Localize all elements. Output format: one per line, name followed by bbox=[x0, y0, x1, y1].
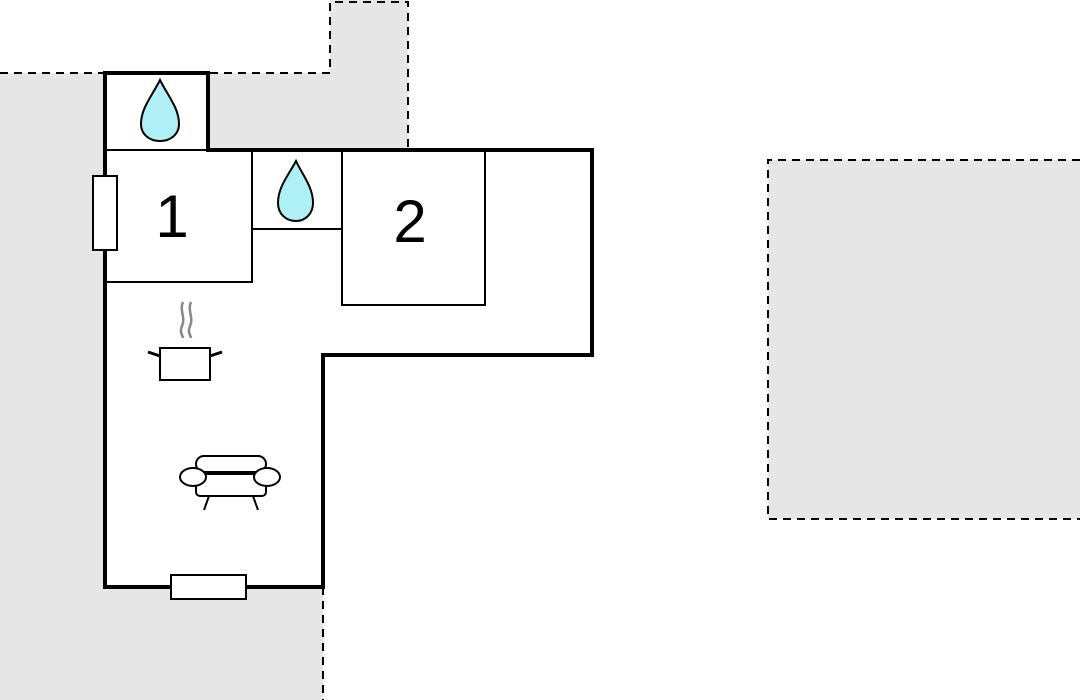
cooking-pot-icon bbox=[147, 301, 223, 381]
sofa-legs bbox=[203, 495, 259, 511]
room-2-wall bbox=[341, 150, 486, 306]
steam-lines bbox=[179, 301, 193, 339]
water-drop-icon bbox=[276, 158, 315, 223]
terrace-right-outline bbox=[767, 159, 1080, 520]
sofa-arm-right bbox=[253, 467, 281, 487]
terrace-right bbox=[768, 160, 1080, 519]
pot-handles bbox=[147, 350, 223, 358]
room-number: 2 bbox=[393, 188, 426, 255]
room-1-wall bbox=[105, 150, 253, 283]
sofa-arm-left bbox=[179, 467, 207, 487]
room-number: 1 bbox=[155, 183, 188, 250]
sofa-back bbox=[195, 455, 267, 473]
water-drop-icon bbox=[139, 77, 181, 143]
window-bottom bbox=[170, 574, 247, 600]
sofa-icon bbox=[179, 455, 281, 511]
window-left bbox=[92, 175, 118, 251]
interior-walls bbox=[105, 149, 486, 306]
pot-body bbox=[159, 347, 211, 381]
